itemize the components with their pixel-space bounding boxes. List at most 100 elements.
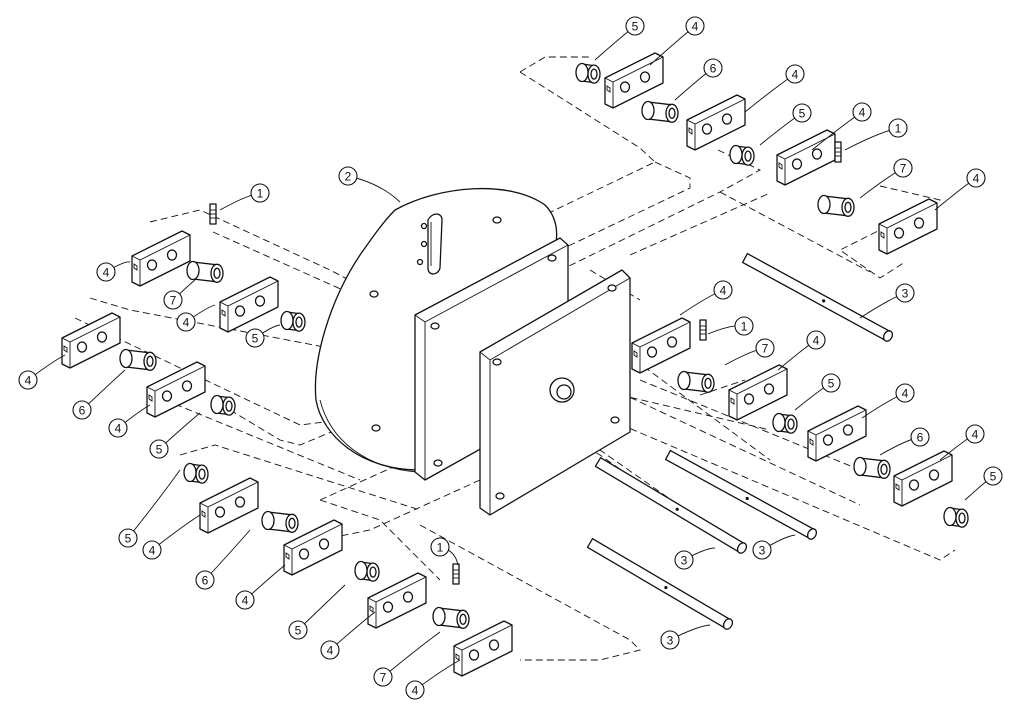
bracket xyxy=(367,572,427,629)
callout-circle xyxy=(176,312,196,332)
callout-bubble: 4 xyxy=(965,424,985,444)
bracket xyxy=(728,364,788,421)
bushing xyxy=(729,144,755,166)
callout-number: 2 xyxy=(345,170,352,184)
callout-circle xyxy=(852,102,872,122)
callout-bubble: 6 xyxy=(910,427,930,447)
callout-number: 5 xyxy=(295,624,302,638)
callout-bubble: 5 xyxy=(118,528,138,548)
callout-circle xyxy=(149,439,169,459)
callout-bubble: 3 xyxy=(674,550,694,570)
callout-number: 4 xyxy=(149,544,156,558)
callout-circle xyxy=(405,680,425,700)
callout-bubble: 7 xyxy=(163,290,183,310)
callout-number: 5 xyxy=(632,20,639,34)
callout-bubble: 5 xyxy=(149,439,169,459)
rod-group xyxy=(586,252,894,630)
callout-circle xyxy=(965,424,985,444)
callout-circle xyxy=(895,283,915,303)
callout-circle xyxy=(713,280,733,300)
callout-number: 4 xyxy=(412,684,419,698)
callout-circle xyxy=(142,540,162,560)
callout-bubble: 7 xyxy=(755,338,775,358)
callout-bubble: 1 xyxy=(430,537,450,557)
callout-bubble: 4 xyxy=(405,680,425,700)
callout-circle xyxy=(685,16,705,36)
callout-circle xyxy=(430,537,450,557)
callout-circle xyxy=(625,16,645,36)
callout-circle xyxy=(888,118,908,138)
callout-bubble: 4 xyxy=(235,590,255,610)
bracket xyxy=(146,361,206,418)
callout-number: 7 xyxy=(762,342,769,356)
callout-number: 4 xyxy=(327,644,334,658)
pin xyxy=(209,203,217,225)
callout-bubble: 5 xyxy=(821,373,841,393)
bracket xyxy=(283,519,343,576)
bushing xyxy=(772,412,798,434)
callout-number: 7 xyxy=(380,671,387,685)
bushing xyxy=(186,260,224,283)
bracket xyxy=(807,405,867,462)
callout-number: 4 xyxy=(692,20,699,34)
callout-number: 5 xyxy=(156,443,163,457)
bushing xyxy=(280,310,306,332)
callout-number: 5 xyxy=(828,377,835,391)
bracket xyxy=(604,52,664,109)
callout-bubble: 4 xyxy=(176,312,196,332)
callout-circle xyxy=(118,528,138,548)
bushing xyxy=(210,394,236,416)
callout-number: 4 xyxy=(902,387,909,401)
bushing xyxy=(677,370,715,393)
callout-bubble: 4 xyxy=(895,383,915,403)
callout-circle xyxy=(288,620,308,640)
callout-bubble: 1 xyxy=(734,316,754,336)
callout-bubble: 4 xyxy=(96,262,116,282)
bushing xyxy=(432,606,470,629)
bushing xyxy=(575,62,601,84)
callout-circle xyxy=(674,550,694,570)
callout-bubble: 3 xyxy=(752,540,772,560)
callout-circle xyxy=(966,168,986,188)
leader-line xyxy=(382,631,441,678)
callout-bubble: 4 xyxy=(785,64,805,84)
rod xyxy=(594,457,748,554)
bracket xyxy=(61,312,121,369)
callout-bubble: 1 xyxy=(250,183,270,203)
callout-number: 1 xyxy=(741,320,748,334)
callout-number: 3 xyxy=(902,287,909,301)
bracket xyxy=(199,477,259,534)
bushing xyxy=(183,462,209,484)
front-plate xyxy=(479,269,631,516)
callout-circle xyxy=(72,400,92,420)
bracket xyxy=(219,276,279,333)
callout-circle xyxy=(96,262,116,282)
callout-number: 7 xyxy=(170,294,177,308)
callout-circle xyxy=(108,418,128,438)
bushing xyxy=(943,506,969,528)
callout-bubble: 4 xyxy=(108,418,128,438)
callout-bubble: 4 xyxy=(320,640,340,660)
callout-circle xyxy=(910,427,930,447)
callout-number: 6 xyxy=(710,62,717,76)
pin xyxy=(452,563,460,585)
callout-number: 3 xyxy=(667,634,674,648)
callout-circle xyxy=(755,338,775,358)
leader-line xyxy=(127,469,181,539)
callout-bubble: 3 xyxy=(660,630,680,650)
callout-circle xyxy=(320,640,340,660)
callout-number: 4 xyxy=(813,334,820,348)
callout-number: 7 xyxy=(900,162,907,176)
callout-bubble: 4 xyxy=(18,370,38,390)
callout-bubble: 5 xyxy=(983,466,1003,486)
pin xyxy=(834,141,842,163)
callout-circle xyxy=(373,667,393,687)
bushing xyxy=(817,194,855,217)
callout-bubble: 5 xyxy=(288,620,308,640)
callout-number: 3 xyxy=(681,554,688,568)
callout-circle xyxy=(660,630,680,650)
rod xyxy=(586,538,734,630)
